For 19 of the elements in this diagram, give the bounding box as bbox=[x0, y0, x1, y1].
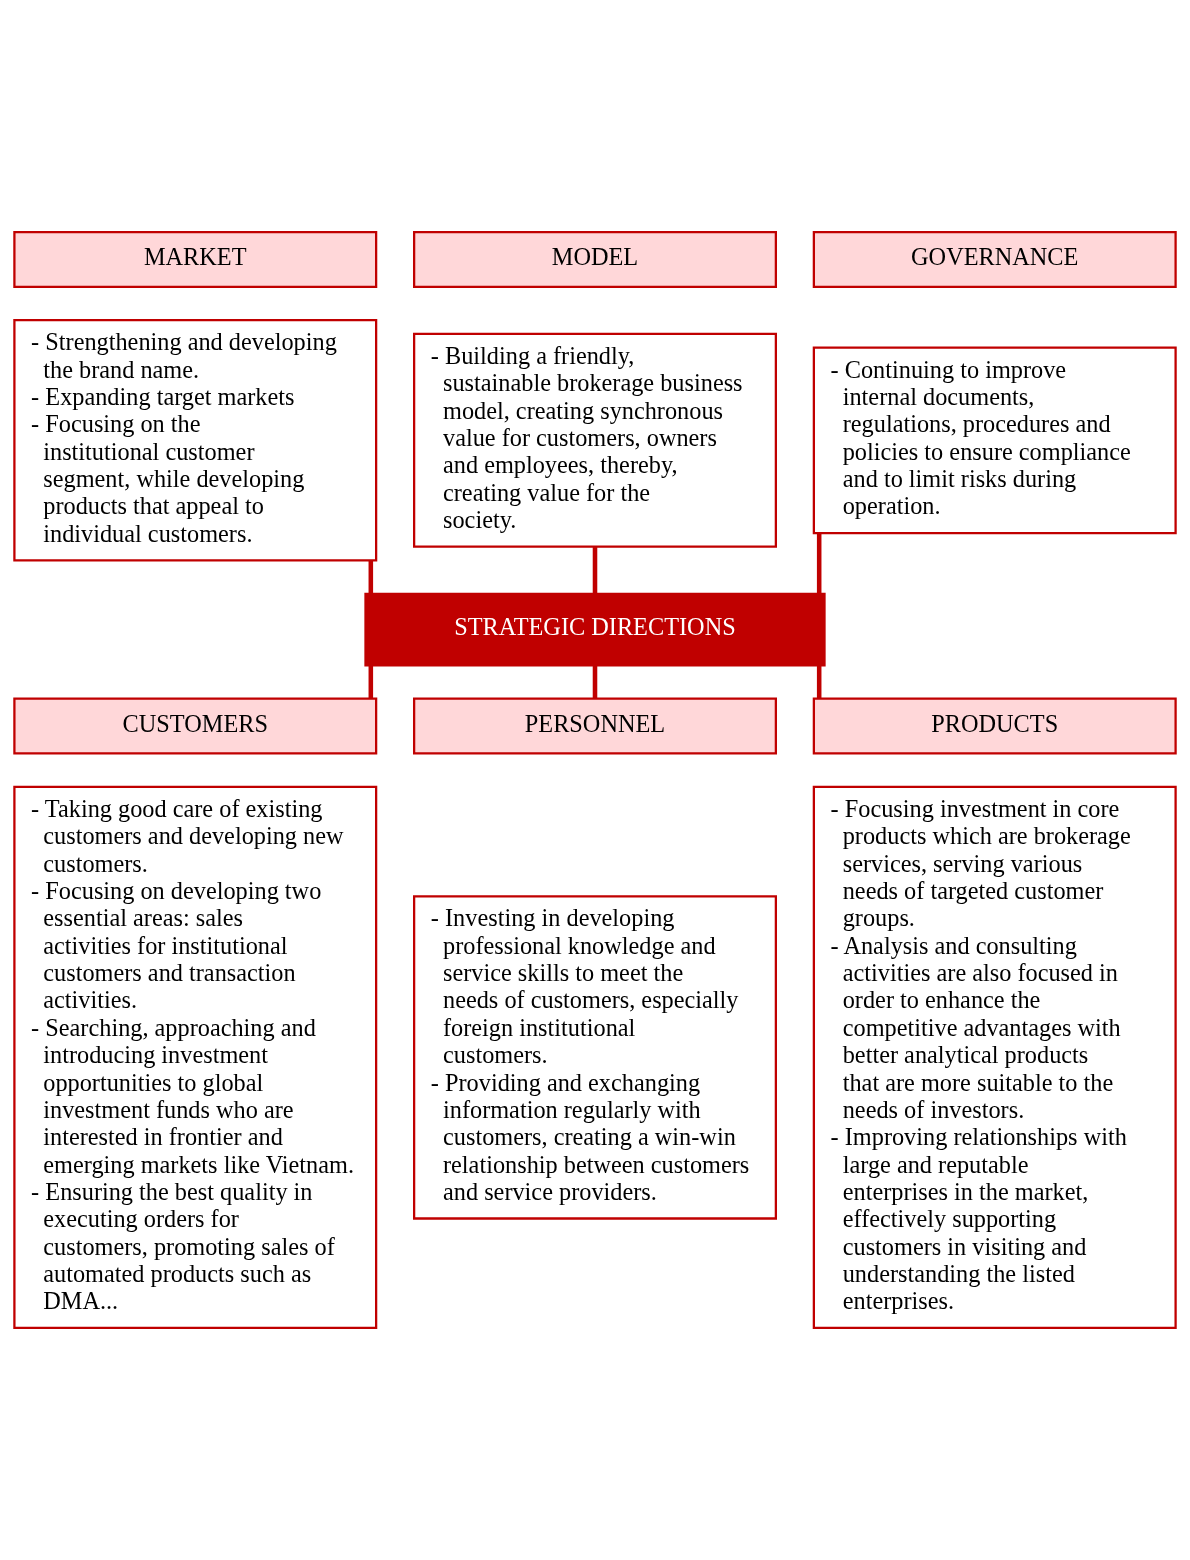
node-box: - Strengthening and developing the brand name. - Expanding target markets - Focusing on the institutional customer segment, while developing products that appeal to individual customers. bbox=[13, 319, 378, 562]
node-box: - Building a friendly, sustainable brokerage business model, creating synchronous value for customers, owners and employees, thereby, creating value for the society. bbox=[413, 332, 777, 548]
connector bbox=[368, 560, 374, 594]
node-box: STRATEGIC DIRECTIONS bbox=[364, 592, 826, 667]
node-box: - Continuing to improve internal documents, regulations, procedures and policies to ensure compliance and to limit risks during operation. bbox=[812, 346, 1177, 535]
node-box: MARKET bbox=[13, 230, 378, 288]
node-box: - Focusing investment in core products which are brokerage services, serving various needs of targeted customer groups. - Analysis and consulting activities are also focused in order to enhance the competitive advantages with better analytical products that are more suitable to the needs of investors. - Improving relationships with large and reputable enterprises in the market, effectively supporting customers in visiting and understanding the listed enterprises. bbox=[812, 785, 1177, 1330]
connector bbox=[816, 665, 822, 699]
connector bbox=[592, 665, 598, 699]
node-box: PERSONNEL bbox=[413, 697, 777, 755]
connector bbox=[816, 533, 822, 594]
connector bbox=[592, 547, 598, 594]
node-box: - Taking good care of existing customers and developing new customers. - Focusing on developing two essential areas: sales activities for institutional customers and transaction activities. - Searching, approaching and introducing investment opportunities to global investment funds who are interested in frontier and emerging markets like Vietnam. - Ensuring the best quality in executing orders for customers, promoting sales of automated products such as DMA... bbox=[13, 785, 378, 1330]
node-box: GOVERNANCE bbox=[812, 230, 1177, 288]
node-box: PRODUCTS bbox=[812, 697, 1177, 755]
node-box: - Investing in developing professional knowledge and service skills to meet the needs of customers, especially foreign institutional customers. - Providing and exchanging information regularly with customers, creating a win-win relationship between customers and service providers. bbox=[413, 895, 777, 1220]
node-box: MODEL bbox=[413, 230, 777, 288]
node-box: CUSTOMERS bbox=[13, 697, 378, 755]
connector bbox=[368, 665, 374, 699]
